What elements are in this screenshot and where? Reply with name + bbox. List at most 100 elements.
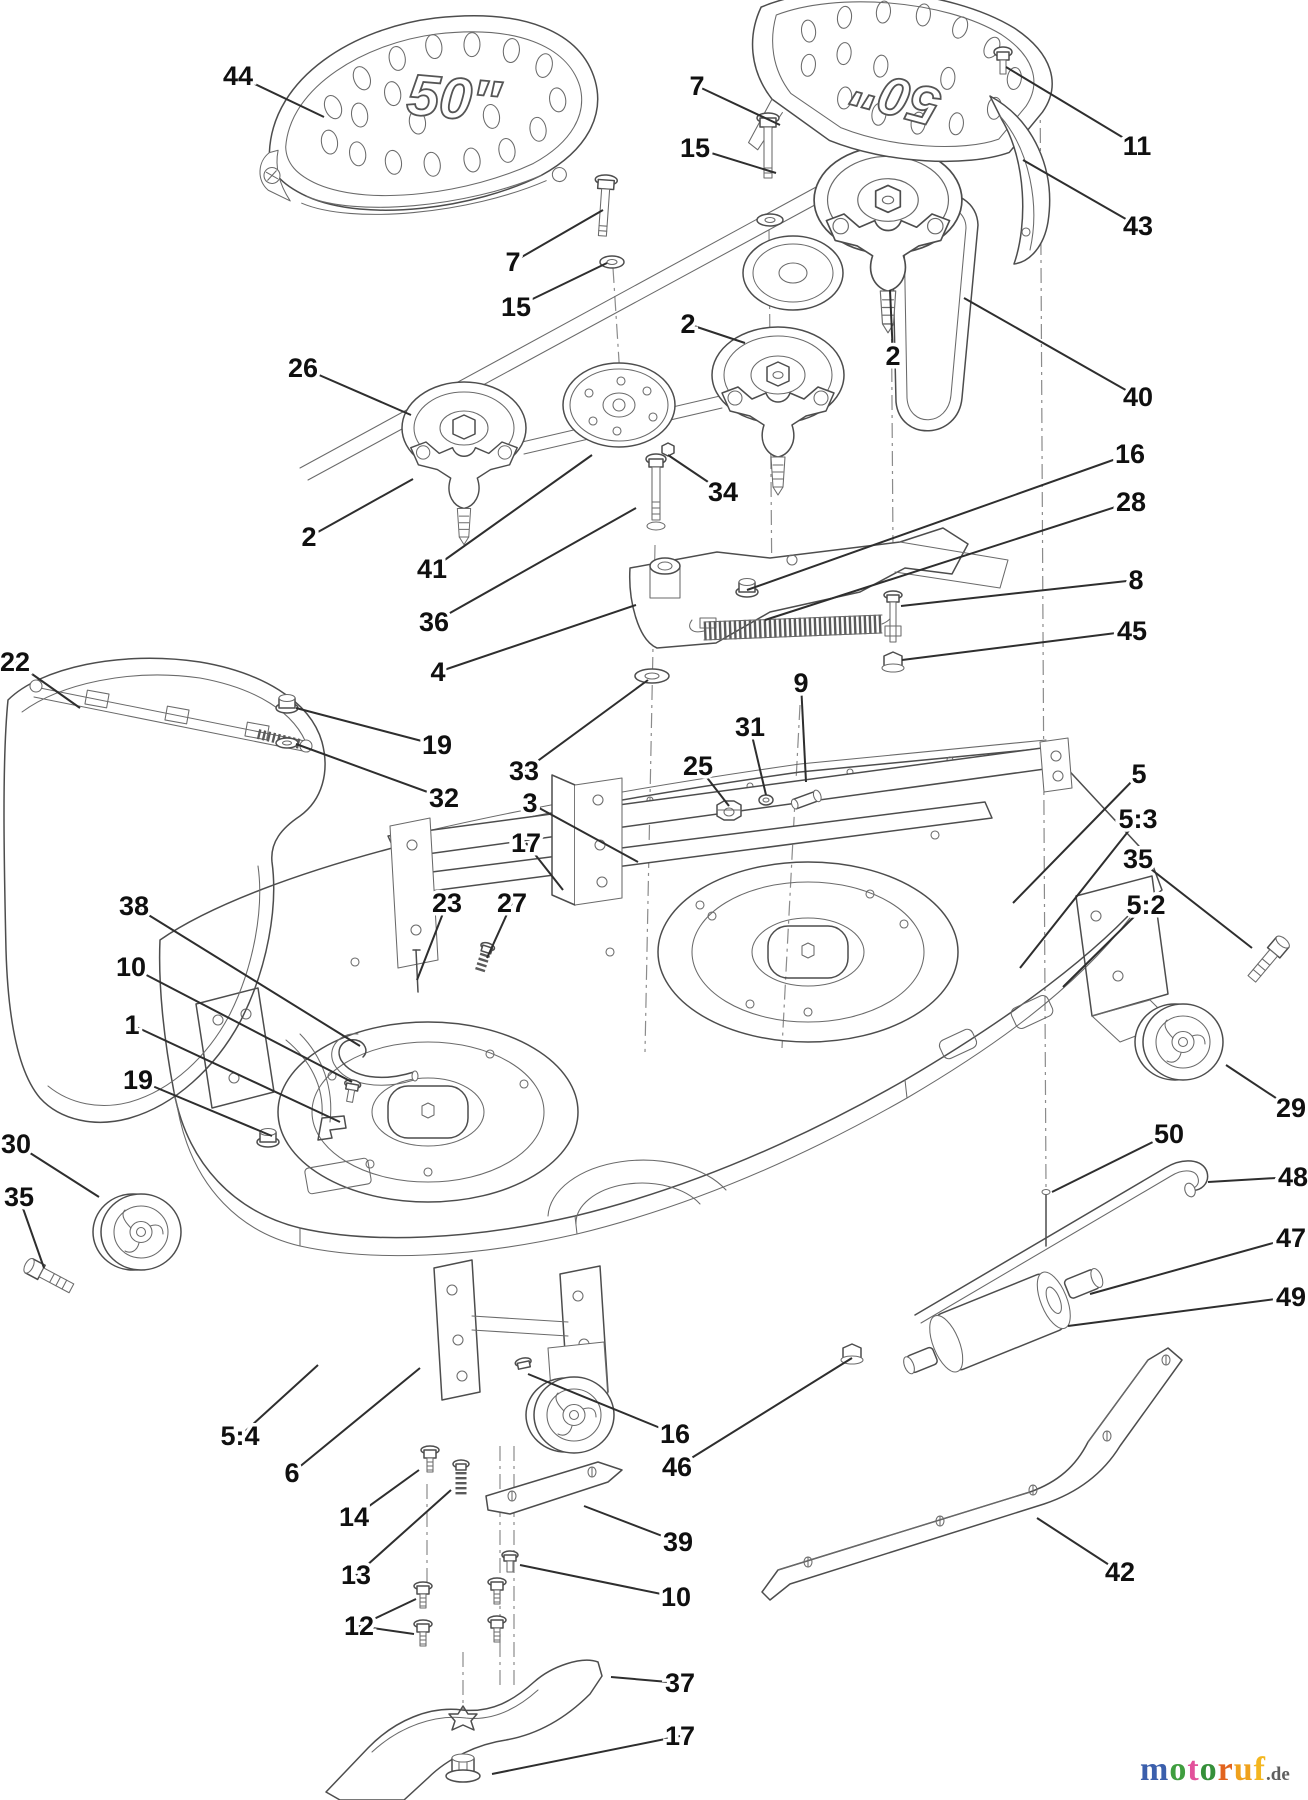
washer-15-right — [756, 213, 784, 227]
leader-line-2 — [889, 289, 894, 357]
watermark-letter: r — [1217, 1751, 1234, 1788]
leader-line-17 — [491, 1735, 681, 1775]
leader-line-11 — [1005, 66, 1138, 147]
callout-1-35: 1 — [124, 1010, 139, 1040]
nut-46 — [840, 1343, 864, 1365]
leader-line-28 — [764, 501, 1132, 621]
leader-line-7 — [512, 209, 604, 263]
deck-decals — [304, 995, 1054, 1195]
callout-7-5: 7 — [505, 247, 520, 277]
callout-22-20: 22 — [0, 647, 30, 677]
callout-9-24: 9 — [793, 668, 808, 698]
callout-32-22: 32 — [429, 783, 459, 813]
watermark-letter: o — [1199, 1751, 1218, 1788]
leader-line-43 — [1022, 159, 1139, 227]
pin-50 — [1041, 1188, 1051, 1247]
wheel-bolt-35-left — [23, 1257, 75, 1294]
screw-12a — [413, 1581, 433, 1609]
gauge-wheel-left — [92, 1193, 182, 1271]
callout-49-45: 49 — [1276, 1282, 1306, 1312]
callout-5:3-30: 5:3 — [1118, 804, 1157, 834]
leader-line-47 — [1089, 1237, 1292, 1295]
gauge-wheel-right — [1134, 1003, 1224, 1081]
callout-19-36: 19 — [123, 1065, 153, 1095]
pin-9 — [790, 789, 822, 810]
callout-34-19: 34 — [708, 477, 738, 507]
callout-5-29: 5 — [1131, 759, 1146, 789]
leader-line-6 — [291, 1367, 421, 1474]
leader-line-27 — [486, 902, 513, 959]
washer-33 — [634, 668, 670, 684]
callout-4-14: 4 — [430, 657, 445, 687]
cover-screw-11 — [993, 46, 1013, 75]
leader-line-50 — [1051, 1133, 1170, 1193]
leader-line-25 — [697, 765, 730, 807]
leader-line-16 — [527, 1373, 676, 1435]
leader-line-46 — [676, 1357, 853, 1468]
nut-34 — [661, 442, 675, 457]
callout-30-39: 30 — [1, 1129, 31, 1159]
clip-1 — [317, 1115, 347, 1141]
callout-41-12: 41 — [417, 554, 447, 584]
callout-3-27: 3 — [522, 788, 537, 818]
callout-6-47: 6 — [284, 1458, 299, 1488]
callout-16-48: 16 — [660, 1419, 690, 1449]
leader-line-39 — [583, 1505, 679, 1543]
callout-2-7: 2 — [680, 309, 695, 339]
bolt-7-right — [756, 112, 780, 179]
leader-line-10 — [130, 966, 353, 1083]
callout-25-26: 25 — [683, 751, 713, 781]
callout-10-53: 10 — [661, 1582, 691, 1612]
leader-line-3 — [529, 802, 639, 863]
belt-cover-left: 50″ — [259, 15, 599, 215]
motoruf-watermark[interactable]: motoruf.de — [1140, 1748, 1308, 1796]
watermark-letter: t — [1187, 1751, 1200, 1788]
callout-16-15: 16 — [1115, 439, 1145, 469]
leader-line-49 — [1067, 1296, 1292, 1327]
j-hook-rod-38 — [331, 1033, 419, 1086]
callout-44-0: 44 — [223, 61, 253, 91]
callout-2-8: 2 — [885, 341, 900, 371]
leader-line-22 — [14, 661, 81, 709]
bolt-7-left — [594, 174, 619, 237]
watermark-letter: f — [1253, 1751, 1266, 1788]
callout-46-49: 46 — [662, 1452, 692, 1482]
watermark-letter: u — [1233, 1751, 1254, 1788]
callout-42-55: 42 — [1105, 1557, 1135, 1587]
washer-31 — [758, 794, 774, 806]
callout-31-25: 31 — [735, 712, 765, 742]
leader-line-17 — [525, 842, 564, 891]
shoulder-screw-36 — [645, 453, 667, 531]
callout-17-28: 17 — [511, 828, 541, 858]
leader-line-45 — [901, 630, 1133, 661]
hanger-frame — [387, 737, 1073, 969]
leader-line-2 — [687, 323, 746, 344]
leader-line-26 — [302, 367, 412, 416]
leader-line-19 — [137, 1079, 273, 1137]
cover-side-flange-43 — [989, 95, 1051, 265]
leader-line-38 — [133, 905, 361, 1047]
washer-32 — [275, 737, 299, 749]
watermark-letter: m — [1140, 1751, 1170, 1788]
idler-spring-28 — [689, 605, 894, 641]
callout-8-17: 8 — [1128, 565, 1143, 595]
leader-line-5 — [1012, 773, 1140, 904]
spindle-assembly-right — [813, 145, 963, 334]
leader-line-5:4 — [239, 1364, 319, 1437]
idler-pulley-upper — [742, 235, 844, 311]
callout-39-52: 39 — [663, 1527, 693, 1557]
leader-line-2 — [308, 478, 414, 538]
callout-15-6: 15 — [501, 292, 531, 322]
callout-33-23: 33 — [509, 756, 539, 786]
leader-line-13 — [355, 1489, 452, 1576]
leader-line-19 — [295, 707, 438, 746]
roller-shaft-47 — [1063, 1268, 1104, 1299]
callout-48-43: 48 — [1278, 1162, 1308, 1192]
leader-line-41 — [431, 454, 593, 570]
callout-37-56: 37 — [665, 1668, 695, 1698]
leader-line-36 — [433, 507, 637, 623]
callout-17-57: 17 — [665, 1721, 695, 1751]
callout-5:4-46: 5:4 — [220, 1421, 259, 1451]
